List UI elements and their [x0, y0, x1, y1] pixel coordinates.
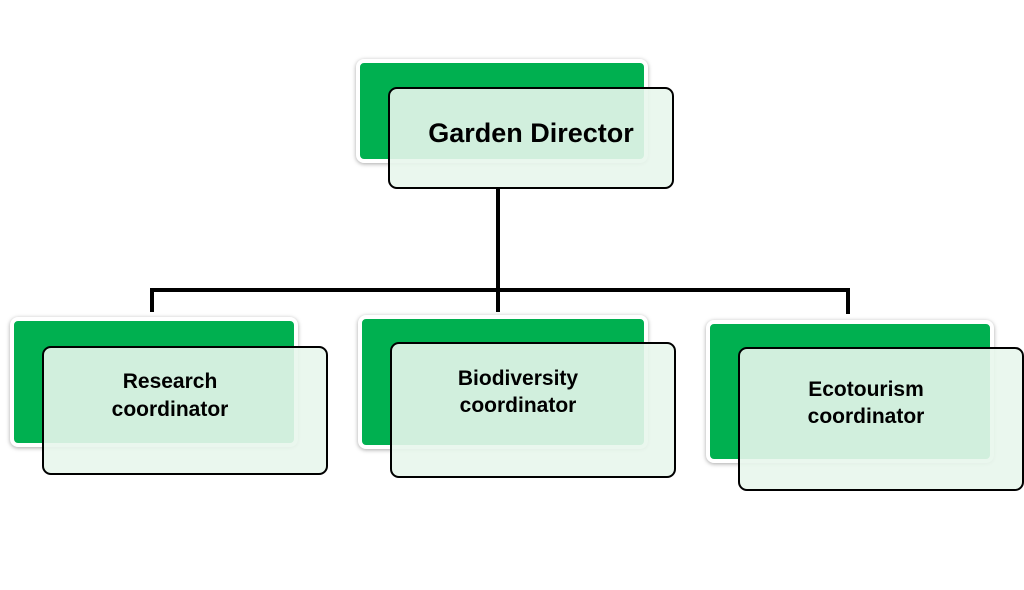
node-label-ecotourism-coordinator: Ecotourism coordinator — [766, 376, 966, 431]
node-box: Research coordinator — [42, 346, 328, 475]
label-line: Biodiversity — [457, 366, 579, 390]
label-line: coordinator — [459, 394, 577, 417]
node-label-biodiversity-coordinator: Biodiversity coordinator — [418, 365, 618, 420]
node-label-research-coordinator: Research coordinator — [70, 368, 270, 423]
label-line: coordinator — [111, 397, 229, 421]
label-line: coordinator — [807, 405, 925, 428]
node-box: Garden Director — [388, 87, 674, 189]
node-label-garden-director: Garden Director — [428, 118, 634, 149]
node-box: Biodiversity coordinator — [390, 342, 676, 478]
node-box: Ecotourism coordinator — [738, 347, 1024, 491]
label-line: Ecotourism — [808, 377, 924, 401]
label-line: Research — [122, 370, 218, 394]
